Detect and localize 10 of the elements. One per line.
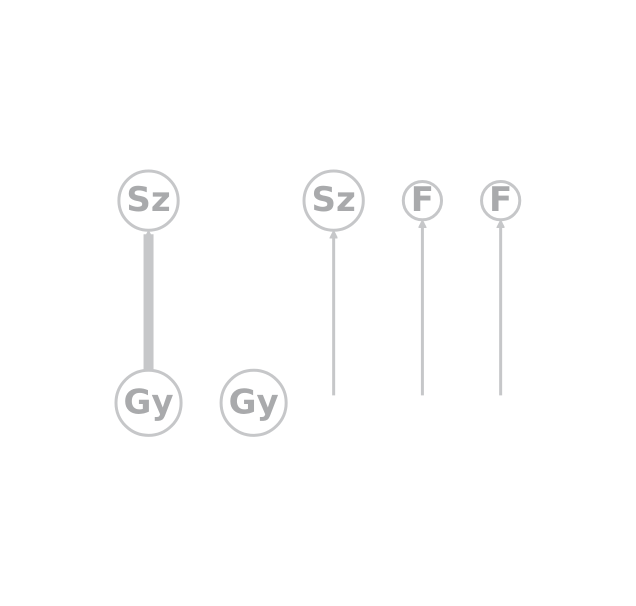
node-circle: Sz (302, 169, 365, 232)
arrow (144, 230, 154, 370)
node-circle: Sz (118, 169, 180, 232)
node-circle: F (480, 180, 522, 222)
arrow (418, 219, 427, 396)
node-circle: Gy (220, 368, 288, 437)
node-circle: F (402, 180, 444, 222)
arrow (329, 230, 338, 396)
node-circle: Gy (114, 368, 183, 437)
arrow (496, 219, 506, 396)
